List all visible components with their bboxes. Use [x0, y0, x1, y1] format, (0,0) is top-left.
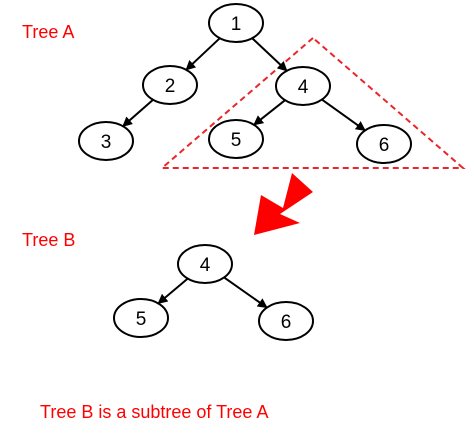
tree-a-node-label-1: 1 [231, 14, 242, 35]
tree-a-node-label-4: 4 [298, 77, 309, 98]
tree-a-edge-a4-a5 [253, 99, 286, 126]
tree-a-node-label-6: 6 [379, 135, 390, 156]
red-arrow-icon [254, 173, 313, 235]
tree-a-node-ellipse-4 [275, 66, 331, 106]
tree-a-node-ellipse-6 [356, 124, 412, 164]
tree-b-node-ellipse-4 [177, 244, 233, 284]
tree-b-node-label-6: 6 [281, 312, 292, 333]
tree-a-node-ellipse-3 [78, 121, 134, 161]
tree-a-node-4: 4 [275, 66, 331, 106]
tree-a-edge-a1-a2 [185, 37, 221, 71]
tree-a-node-label-2: 2 [165, 76, 176, 97]
tree-a-label: Tree A [22, 22, 74, 42]
tree-b-nodes: 4 5 6 [113, 244, 314, 341]
tree-a-node-3: 3 [78, 121, 134, 161]
tree-b-node-ellipse-5 [113, 298, 169, 338]
tree-a-node-6: 6 [356, 124, 412, 164]
tree-a-node-ellipse-1 [208, 3, 264, 43]
tree-b-node-4: 4 [177, 244, 233, 284]
tree-b-edge-b4-b5 [157, 277, 189, 305]
tree-b-node-5: 5 [113, 298, 169, 338]
tree-b-node-6: 6 [258, 301, 314, 341]
tree-a-node-label-5: 5 [231, 130, 242, 151]
tree-b-node-label-5: 5 [136, 309, 147, 330]
caption-label: Tree B is a subtree of Tree A [40, 402, 268, 422]
tree-a-node-5: 5 [208, 119, 264, 159]
tree-a-node-1: 1 [208, 3, 264, 43]
tree-a-edges [122, 37, 366, 132]
tree-a-edge-a4-a6 [321, 98, 366, 132]
tree-a-node-ellipse-5 [208, 119, 264, 159]
tree-a-node-2: 2 [142, 65, 198, 105]
tree-a-edge-a2-a3 [122, 99, 154, 127]
tree-b-edges [157, 276, 268, 309]
tree-b-edge-b4-b6 [223, 276, 268, 309]
tree-b-node-label-4: 4 [200, 255, 211, 276]
tree-b-node-ellipse-6 [258, 301, 314, 341]
tree-a-nodes: 1 2 4 3 5 6 [78, 3, 412, 164]
tree-a-node-label-3: 3 [101, 132, 112, 153]
tree-a-node-ellipse-2 [142, 65, 198, 105]
tree-b-label: Tree B [22, 230, 75, 250]
tree-a-edge-a1-a4 [251, 37, 288, 72]
